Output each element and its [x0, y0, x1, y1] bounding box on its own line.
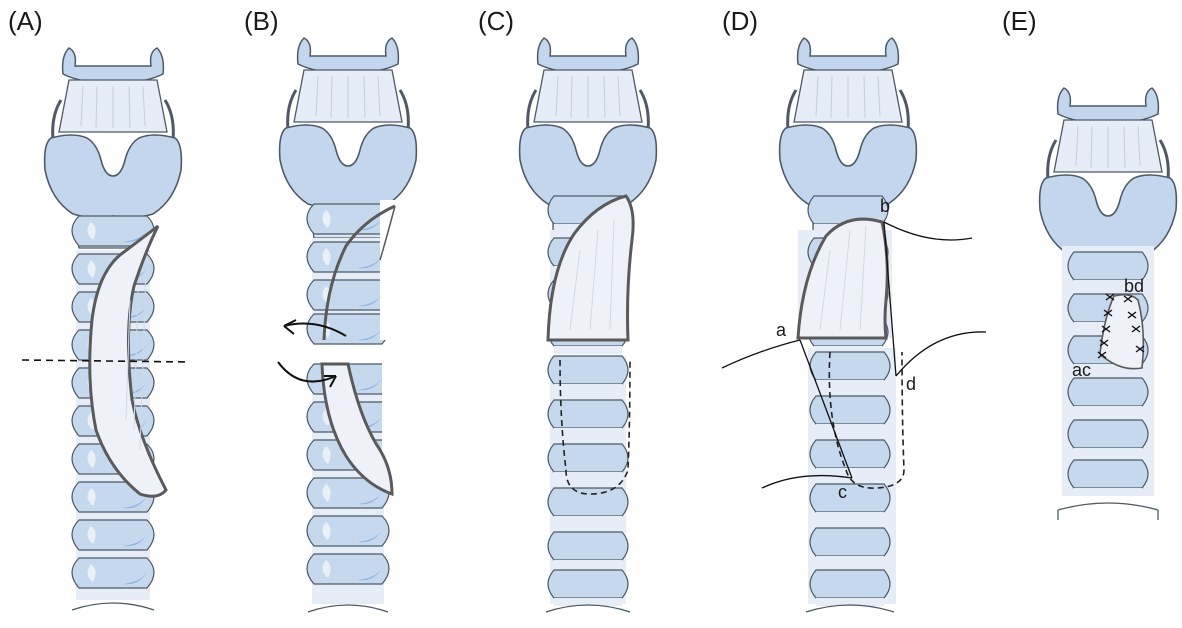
- point-c: c: [838, 482, 847, 502]
- point-a: a: [776, 320, 787, 340]
- panel-e: (E) ac bd: [1002, 6, 1176, 520]
- trachea-b-upper: [307, 200, 410, 344]
- panel-d: (D): [722, 6, 986, 612]
- panel-a: (A): [8, 6, 190, 610]
- panel-label-d: (D): [722, 6, 758, 36]
- trachea-b-lower: [307, 360, 412, 612]
- trachea-d-upper: [798, 196, 892, 354]
- panel-label-b: (B): [244, 6, 279, 36]
- panel-c: (C): [478, 6, 656, 612]
- trachea-d-lower: [806, 348, 904, 612]
- point-ac: ac: [1072, 360, 1091, 380]
- panel-label-e: (E): [1002, 6, 1037, 36]
- point-d: d: [906, 374, 916, 394]
- panel-label-c: (C): [478, 6, 514, 36]
- point-bd: bd: [1124, 276, 1144, 296]
- trachea-c-upper: [548, 196, 633, 354]
- panel-label-a: (A): [8, 6, 43, 36]
- panel-b: (B): [244, 6, 416, 612]
- trachea-c-lower: [546, 356, 630, 612]
- point-b: b: [880, 196, 890, 216]
